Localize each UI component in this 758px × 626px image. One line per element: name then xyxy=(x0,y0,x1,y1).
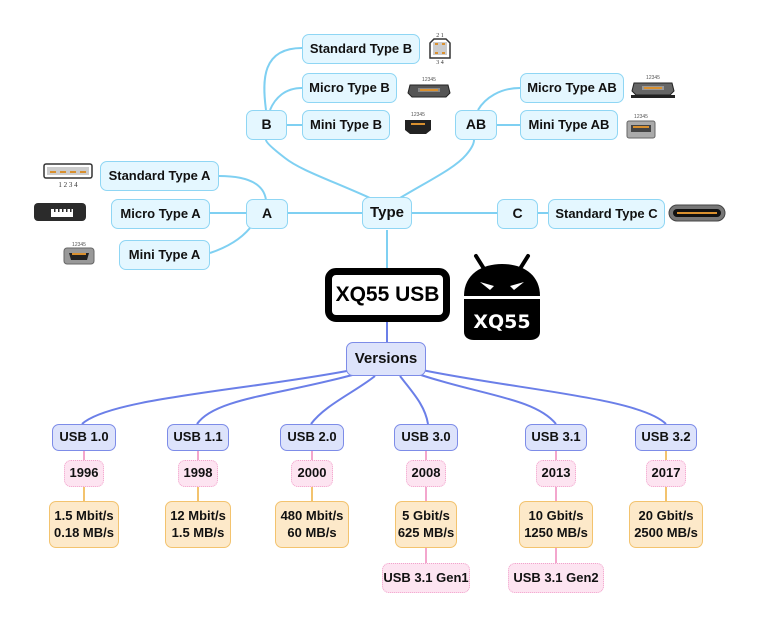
version-connectors xyxy=(81,322,667,425)
connector-v-20 xyxy=(310,375,376,425)
usb-mini-ab-icon: 12345 xyxy=(626,114,656,139)
pin-labels: 1 2 3 4 xyxy=(58,181,78,189)
connector-v-31 xyxy=(417,373,557,425)
node-root-xq55-usb[interactable]: XQ55 USB xyxy=(325,268,450,322)
speed-bitrate: 5 Gbit/s xyxy=(402,508,450,524)
node-micro-type-b[interactable]: Micro Type B xyxy=(302,73,397,103)
svg-text:12345: 12345 xyxy=(422,77,436,83)
node-standard-type-b[interactable]: Standard Type B xyxy=(302,34,420,64)
node-version-year[interactable]: 1998 xyxy=(178,460,218,487)
node-version-name[interactable]: USB 2.0 xyxy=(280,424,344,451)
speed-byterate: 2500 MB/s xyxy=(634,524,698,540)
connector-ab-micro xyxy=(477,87,521,111)
svg-text:12345: 12345 xyxy=(646,75,660,81)
node-version-year[interactable]: 2000 xyxy=(291,460,333,487)
connector-a-standard xyxy=(218,175,267,201)
svg-text:12345: 12345 xyxy=(411,112,425,118)
speed-bitrate: 10 Gbit/s xyxy=(528,508,584,524)
usb-standard-b-icon: 2 1 3 4 xyxy=(429,33,451,65)
connector-type-ab xyxy=(399,139,475,199)
usb-micro-a-icon xyxy=(34,203,86,221)
speed-byterate: 0.18 MB/s xyxy=(54,524,114,540)
node-type-b[interactable]: B xyxy=(246,110,287,140)
logo-text: XQ55 xyxy=(473,311,530,333)
node-version-year[interactable]: 2013 xyxy=(536,460,576,487)
usb-mini-b-icon: 12345 xyxy=(405,112,431,134)
node-version-name[interactable]: USB 1.0 xyxy=(52,424,116,451)
type-connectors xyxy=(209,47,548,268)
node-type-ab[interactable]: AB xyxy=(455,110,497,140)
node-versions[interactable]: Versions xyxy=(346,342,426,376)
speed-bitrate: 480 Mbit/s xyxy=(280,508,344,524)
node-type-a[interactable]: A xyxy=(246,199,288,229)
speed-byterate: 1.5 MB/s xyxy=(171,524,225,540)
speed-bitrate: 20 Gbit/s xyxy=(638,508,694,524)
node-type[interactable]: Type xyxy=(362,197,412,229)
connector-v-32 xyxy=(421,369,667,425)
node-version-name[interactable]: USB 3.1 xyxy=(525,424,587,451)
node-micro-type-ab[interactable]: Micro Type AB xyxy=(520,73,624,103)
speed-bitrate: 12 Mbit/s xyxy=(170,508,226,524)
usb-mini-a-icon: 12345 xyxy=(63,242,95,265)
node-mini-type-a[interactable]: Mini Type A xyxy=(119,240,210,270)
node-standard-type-a[interactable]: Standard Type A xyxy=(100,161,219,191)
node-type-c[interactable]: C xyxy=(497,199,538,229)
node-version-year[interactable]: 2008 xyxy=(406,460,446,487)
svg-text:12345: 12345 xyxy=(634,114,648,120)
node-mini-type-b[interactable]: Mini Type B xyxy=(302,110,390,140)
speed-byterate: 625 MB/s xyxy=(397,524,455,540)
connector-b-micro xyxy=(269,87,303,111)
xq55-android-logo-icon: XQ55 xyxy=(464,254,540,340)
usb-type-c-icon xyxy=(668,204,726,222)
node-version-name[interactable]: USB 3.2 xyxy=(635,424,697,451)
node-version-year[interactable]: 2017 xyxy=(646,460,686,487)
connector-a-mini xyxy=(209,227,251,254)
node-version-year[interactable]: 1996 xyxy=(64,460,104,487)
node-version-name[interactable]: USB 3.0 xyxy=(394,424,458,451)
node-standard-type-c[interactable]: Standard Type C xyxy=(548,199,665,229)
connector-v-11 xyxy=(196,373,357,425)
speed-bitrate: 1.5 Mbit/s xyxy=(54,508,114,524)
node-micro-type-a[interactable]: Micro Type A xyxy=(111,199,210,229)
usb-micro-ab-icon: 12345 xyxy=(631,75,675,98)
connector-v-10 xyxy=(81,369,353,425)
svg-text:3 4: 3 4 xyxy=(436,60,444,65)
speed-byterate: 60 MB/s xyxy=(287,524,337,540)
node-mini-type-ab[interactable]: Mini Type AB xyxy=(520,110,618,140)
svg-text:12345: 12345 xyxy=(72,242,86,248)
detail-connectors xyxy=(83,450,667,563)
connector-type-b xyxy=(265,139,371,199)
connector-v-30 xyxy=(399,375,429,425)
node-version-alias[interactable]: USB 3.1 Gen2 xyxy=(508,563,604,593)
node-version-alias[interactable]: USB 3.1 Gen1 xyxy=(382,563,470,593)
connector-b-standard xyxy=(263,47,303,111)
usb-micro-b-icon: 12345 xyxy=(407,77,451,98)
svg-text:2 1: 2 1 xyxy=(436,33,444,39)
node-version-name[interactable]: USB 1.1 xyxy=(167,424,229,451)
speed-byterate: 1250 MB/s xyxy=(524,524,588,540)
usb-standard-a-icon: 1 2 3 4 xyxy=(43,163,93,189)
